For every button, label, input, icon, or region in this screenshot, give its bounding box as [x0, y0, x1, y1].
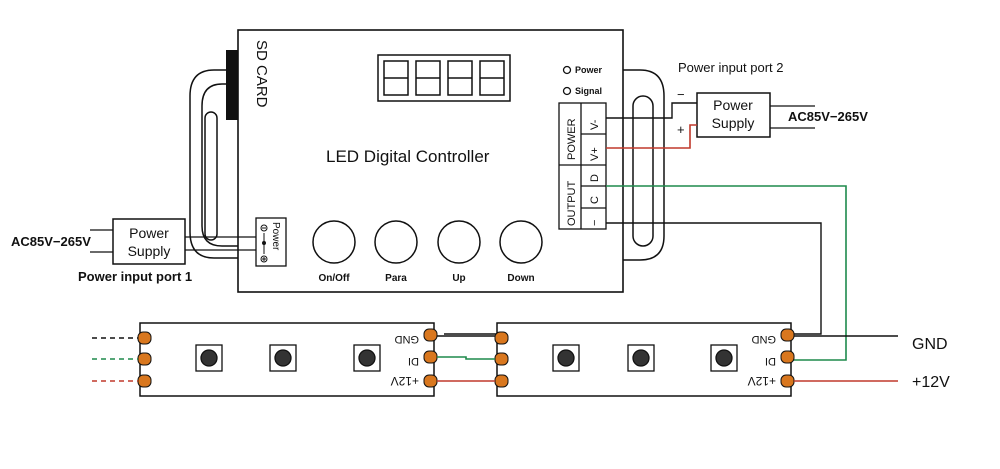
left-supply-label-2: Supply [128, 243, 171, 259]
strip-1-pad-di: DI [408, 355, 419, 367]
strip-2-pad-di: DI [765, 355, 776, 367]
pin-gnd: − [589, 220, 601, 226]
terminal-block [558, 102, 607, 230]
out-gnd-label: GND [912, 336, 948, 353]
pin-d: D [589, 174, 601, 182]
right-cable-loop [622, 69, 665, 261]
strip-2-pad-gnd: GND [752, 333, 777, 345]
out-12v-label: +12V [912, 374, 950, 391]
power-input-port-1: Power input port 1 [78, 269, 192, 284]
left-supply-label-1: Power [129, 225, 169, 241]
strip-2-leds [552, 344, 738, 372]
right-supply-label-2: Supply [712, 115, 755, 131]
left-cable-loop [189, 69, 256, 259]
signal-indicator-icon [562, 86, 572, 96]
para-button[interactable] [374, 220, 418, 264]
left-power-supply [112, 218, 186, 265]
strip-2-left-pads [494, 331, 509, 388]
up-button[interactable] [437, 220, 481, 264]
seven-segment-display [377, 54, 511, 102]
down-button-label: Down [507, 273, 534, 284]
power-input-port-2: Power input port 2 [678, 60, 784, 75]
power-group-label: POWER [566, 118, 578, 160]
controller-title: LED Digital Controller [326, 147, 490, 166]
strip-1-right-pads [423, 328, 438, 388]
controller-buttons [312, 220, 543, 264]
power-indicator-label: Power [575, 65, 603, 75]
wire-v-minus [606, 102, 697, 119]
strip-2-pad-12v: +12V [748, 374, 776, 388]
up-button-label: Up [452, 273, 465, 284]
power-jack-port [255, 217, 287, 267]
left-supply-wires [90, 229, 256, 253]
signal-indicator-label: Signal [575, 86, 602, 96]
minus-sign: − [677, 87, 685, 102]
right-power-supply [696, 92, 771, 138]
strip-1-left-pads [137, 331, 152, 388]
strip-1-pad-gnd: GND [395, 333, 420, 345]
left-ac-label: AC85V−265V [11, 234, 91, 249]
strip-2-right-pads [780, 328, 795, 388]
sd-card-label: SD CARD [253, 40, 270, 108]
pin-v-plus: V+ [589, 147, 601, 161]
right-supply-label-1: Power [713, 97, 753, 113]
power-indicator-icon [562, 65, 572, 75]
down-button[interactable] [499, 220, 543, 264]
power-jack-label: Power [270, 222, 281, 251]
plus-sign: + [677, 122, 685, 137]
sd-card-slot [226, 50, 238, 120]
on-off-button-label: On/Off [318, 273, 350, 284]
pin-c: C [589, 196, 601, 204]
right-supply-ac-wires [770, 105, 815, 129]
output-group-label: OUTPUT [566, 181, 578, 227]
on-off-button[interactable] [312, 220, 356, 264]
right-ac-label: AC85V−265V [788, 109, 868, 124]
link-data [437, 356, 495, 360]
strip-1-pad-12v: +12V [391, 374, 419, 388]
para-button-label: Para [385, 273, 407, 284]
pin-v-minus: V- [589, 119, 601, 130]
strip-1-leds [195, 344, 381, 372]
wire-data-output [606, 185, 847, 361]
wire-v-plus [606, 124, 697, 149]
